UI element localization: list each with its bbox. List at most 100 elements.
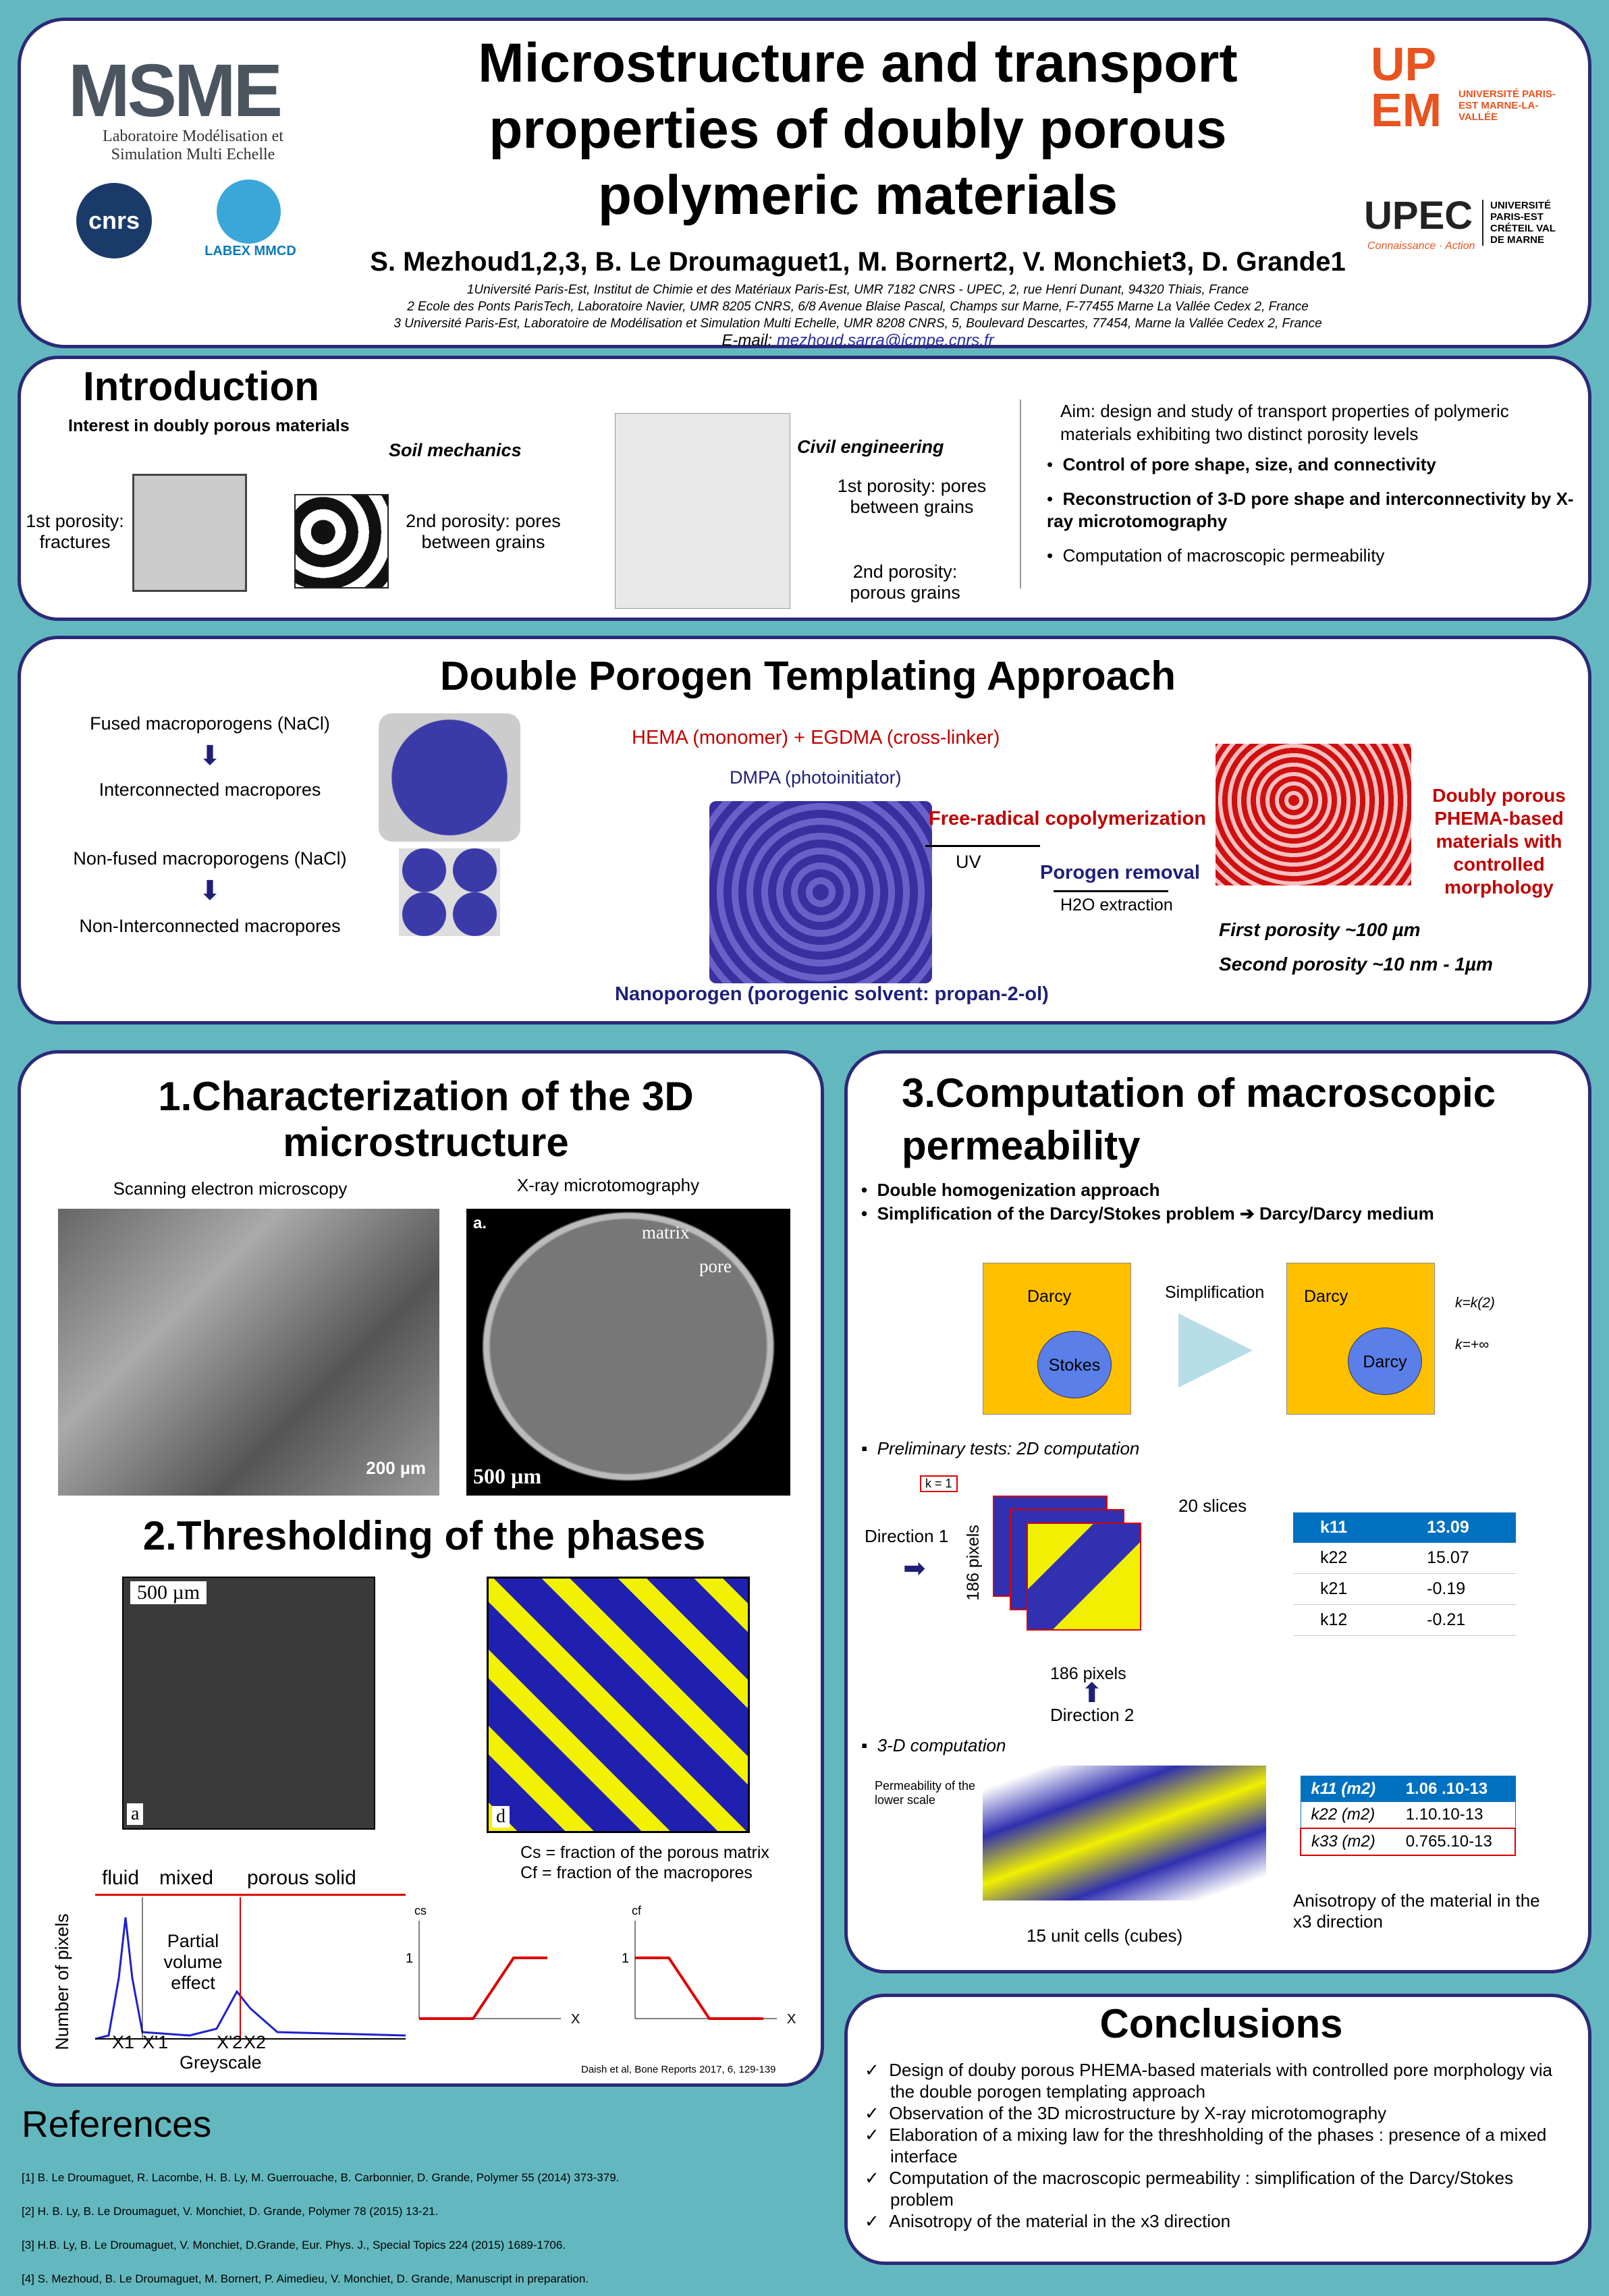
noninterconnected-label: Non-Interconnected macropores xyxy=(79,916,341,936)
extraction-label: H2O extraction xyxy=(1060,896,1173,914)
references-title: References xyxy=(22,2103,212,2145)
porogen-panel: Double Porogen Templating Approach Fused… xyxy=(18,636,1591,1024)
cs-x-label: X xyxy=(571,2012,580,2027)
intro-bullet: • Reconstruction of 3-D pore shape and i… xyxy=(1047,489,1574,531)
sem-label: Scanning electron microscopy xyxy=(113,1178,348,1199)
intro-divider xyxy=(1020,400,1021,589)
s1-title: 1.Characterization of the 3D microstruct… xyxy=(158,1074,694,1165)
xray-panel-label: a. xyxy=(473,1214,487,1232)
xray-label: X-ray microtomography xyxy=(516,1175,700,1195)
uv-label: UV xyxy=(956,852,981,872)
pixels-vertical-label: 186 pixels xyxy=(963,1525,983,1601)
result-label: Doubly porous PHEMA-based materials with… xyxy=(1432,785,1566,898)
porogen-removal-label: Porogen removal xyxy=(1040,862,1200,883)
darcy-inclusion: Darcy xyxy=(1348,1328,1422,1395)
direction2-label: Direction 2 xyxy=(1050,1705,1135,1725)
grey-scale-bar: 500 µm xyxy=(130,1581,207,1604)
porous-phema-image xyxy=(1216,744,1411,885)
nonfused-spheres-image xyxy=(399,848,500,936)
lower-scale-label: Permeability of the lower scale xyxy=(875,1779,976,1807)
reference-item: [3] H.B. Ly, B. Le Droumaguet, V. Monchi… xyxy=(22,2239,566,2251)
authors: S. Mezhoud1,2,3, B. Le Droumaguet1, M. B… xyxy=(370,247,1346,277)
cs-definition: Cs = fraction of the porous matrix xyxy=(520,1843,769,1862)
unit-cells-label: 15 unit cells (cubes) xyxy=(1027,1925,1183,1946)
affiliation-3: 3 Université Paris-Est, Laboratoire de M… xyxy=(393,317,1322,331)
conclusions-list: ✓ Design of douby porous PHEMA-based mat… xyxy=(865,2059,1580,2232)
dmpa-label: DMPA (photoinitiator) xyxy=(730,767,902,788)
darcy-label: Darcy xyxy=(1027,1287,1072,1306)
grey-threshold-image: 500 µm a xyxy=(122,1577,375,1830)
reference-item: [2] H. B. Ly, B. Le Droumaguet, V. Monch… xyxy=(22,2205,439,2218)
intro-aim: Aim: design and study of transport prope… xyxy=(1060,401,1509,444)
first-porosity: First porosity ~100 µm xyxy=(1219,919,1421,940)
interconnected-label: Interconnected macropores xyxy=(99,780,321,800)
cs-one: 1 xyxy=(406,1951,414,1966)
cf-x-label: X xyxy=(787,2012,796,2027)
histogram-curve xyxy=(94,1917,406,2040)
segmented-panel-label: d xyxy=(492,1806,510,1828)
sem-image: 200 µm xyxy=(58,1209,439,1496)
second-porosity: Second porosity ~10 nm - 1µm xyxy=(1219,954,1493,975)
sem-scale-bar: 200 µm xyxy=(366,1458,426,1478)
header-panel: MSME Laboratoire Modélisation et Simulat… xyxy=(18,18,1591,349)
xray-scale-bar: 500 µm xyxy=(473,1464,542,1488)
simplification-label: Simplification xyxy=(1165,1283,1265,1302)
conclusions-panel: Conclusions ✓ Design of douby porous PHE… xyxy=(844,1994,1591,2265)
affiliation-1: 1Université Paris-Est, Institut de Chimi… xyxy=(466,283,1249,297)
poster-title: Microstructure and transport properties … xyxy=(478,32,1238,226)
right-arrow-icon: ➡ xyxy=(903,1554,926,1583)
cf-graph xyxy=(634,1921,777,2020)
civil-engineering-diagram xyxy=(615,413,790,609)
civil-first-porosity: 1st porosity: pores between grains xyxy=(837,476,987,517)
partial-volume-label: Partial volume effect xyxy=(163,1931,223,1993)
table-row: k22 (m2)1.10.10-13 xyxy=(1311,1805,1483,1824)
permeability-3d-table: k11 (m2)1.06 .10-13 k22 (m2)1.10.10-13 k… xyxy=(1300,1776,1516,1856)
affiliations: 1Université Paris-Est, Institut de Chimi… xyxy=(223,281,1492,349)
template-spheres-image xyxy=(709,801,932,983)
porous-solid-label: porous solid xyxy=(247,1867,356,1889)
intro-bullet: • Computation of macroscopic permeabilit… xyxy=(1047,545,1385,566)
labex-logo: LABEX MMCD xyxy=(204,244,296,258)
matrix-label: matrix xyxy=(642,1222,690,1242)
email-link[interactable]: mezhoud.sarra@icmpe.cnrs.fr xyxy=(776,331,994,350)
soil-mechanics-label: Soil mechanics xyxy=(389,440,522,460)
conclusion-item: ✓ Anisotropy of the material in the x3 d… xyxy=(865,2211,1231,2231)
x2p-tick: X'2 xyxy=(217,2032,243,2052)
intro-title: Introduction xyxy=(83,364,319,409)
s3-bullets: • Double homogenization approach • Simpl… xyxy=(861,1178,1434,1226)
xray-image: a. matrix pore 500 µm xyxy=(466,1209,790,1496)
cf-axis-label: cf xyxy=(632,1904,642,1917)
msme-subtitle: Laboratoire Modélisation et Simulation M… xyxy=(103,128,283,163)
comp3d-label: ▪ 3-D computation xyxy=(861,1735,1006,1755)
table-row: k33 (m2)0.765.10-13 xyxy=(1301,1828,1515,1855)
x1-tick: X1 xyxy=(112,2032,135,2052)
msme-logo: MSME xyxy=(68,49,283,132)
s3-bullet: • Simplification of the Darcy/Stokes pro… xyxy=(861,1203,1434,1224)
characterization-panel: 1.Characterization of the 3D microstruct… xyxy=(18,1050,824,2087)
nonfused-label: Non-fused macroporogens (NaCl) xyxy=(73,848,347,869)
k1-label: k = 1 xyxy=(920,1475,958,1492)
soil-first-porosity: 1st porosity: fractures xyxy=(26,511,124,552)
s2-title: 2.Thresholding of the phases xyxy=(142,1513,706,1558)
histogram-ylabel: Number of pixels xyxy=(51,1913,72,2050)
fused-label: Fused macroporogens (NaCl) xyxy=(90,713,330,734)
prelim-label: ▪ Preliminary tests: 2D computation xyxy=(861,1438,1140,1458)
reference-item: [1] B. Le Droumaguet, R. Lacombe, H. B. … xyxy=(22,2171,620,2184)
fluid-label: fluid xyxy=(102,1867,140,1889)
nanoporogen-label: Nanoporogen (porogenic solvent: propan-2… xyxy=(615,983,1049,1005)
fused-spheres-image xyxy=(379,713,520,842)
down-arrow-icon: ⬇ xyxy=(198,876,221,906)
k2-label: k=k(2) xyxy=(1455,1295,1495,1311)
references-list: [1] B. Le Droumaguet, R. Lacombe, H. B. … xyxy=(22,2161,619,2296)
soil-second-porosity: 2nd porosity: pores between grains xyxy=(406,511,561,552)
mixed-label: mixed xyxy=(159,1867,214,1889)
zone-arrow xyxy=(95,1894,406,1896)
darcy-darcy-box: Darcy Darcy xyxy=(1286,1263,1435,1415)
civil-engineering-label: Civil engineering xyxy=(797,437,944,457)
upec-subtitle: UNIVERSITÉ PARIS-EST CRÉTEIL VAL DE MARN… xyxy=(1482,200,1570,246)
upec-logo: UPEC xyxy=(1364,194,1473,238)
x2-tick: X2 xyxy=(244,2032,267,2052)
